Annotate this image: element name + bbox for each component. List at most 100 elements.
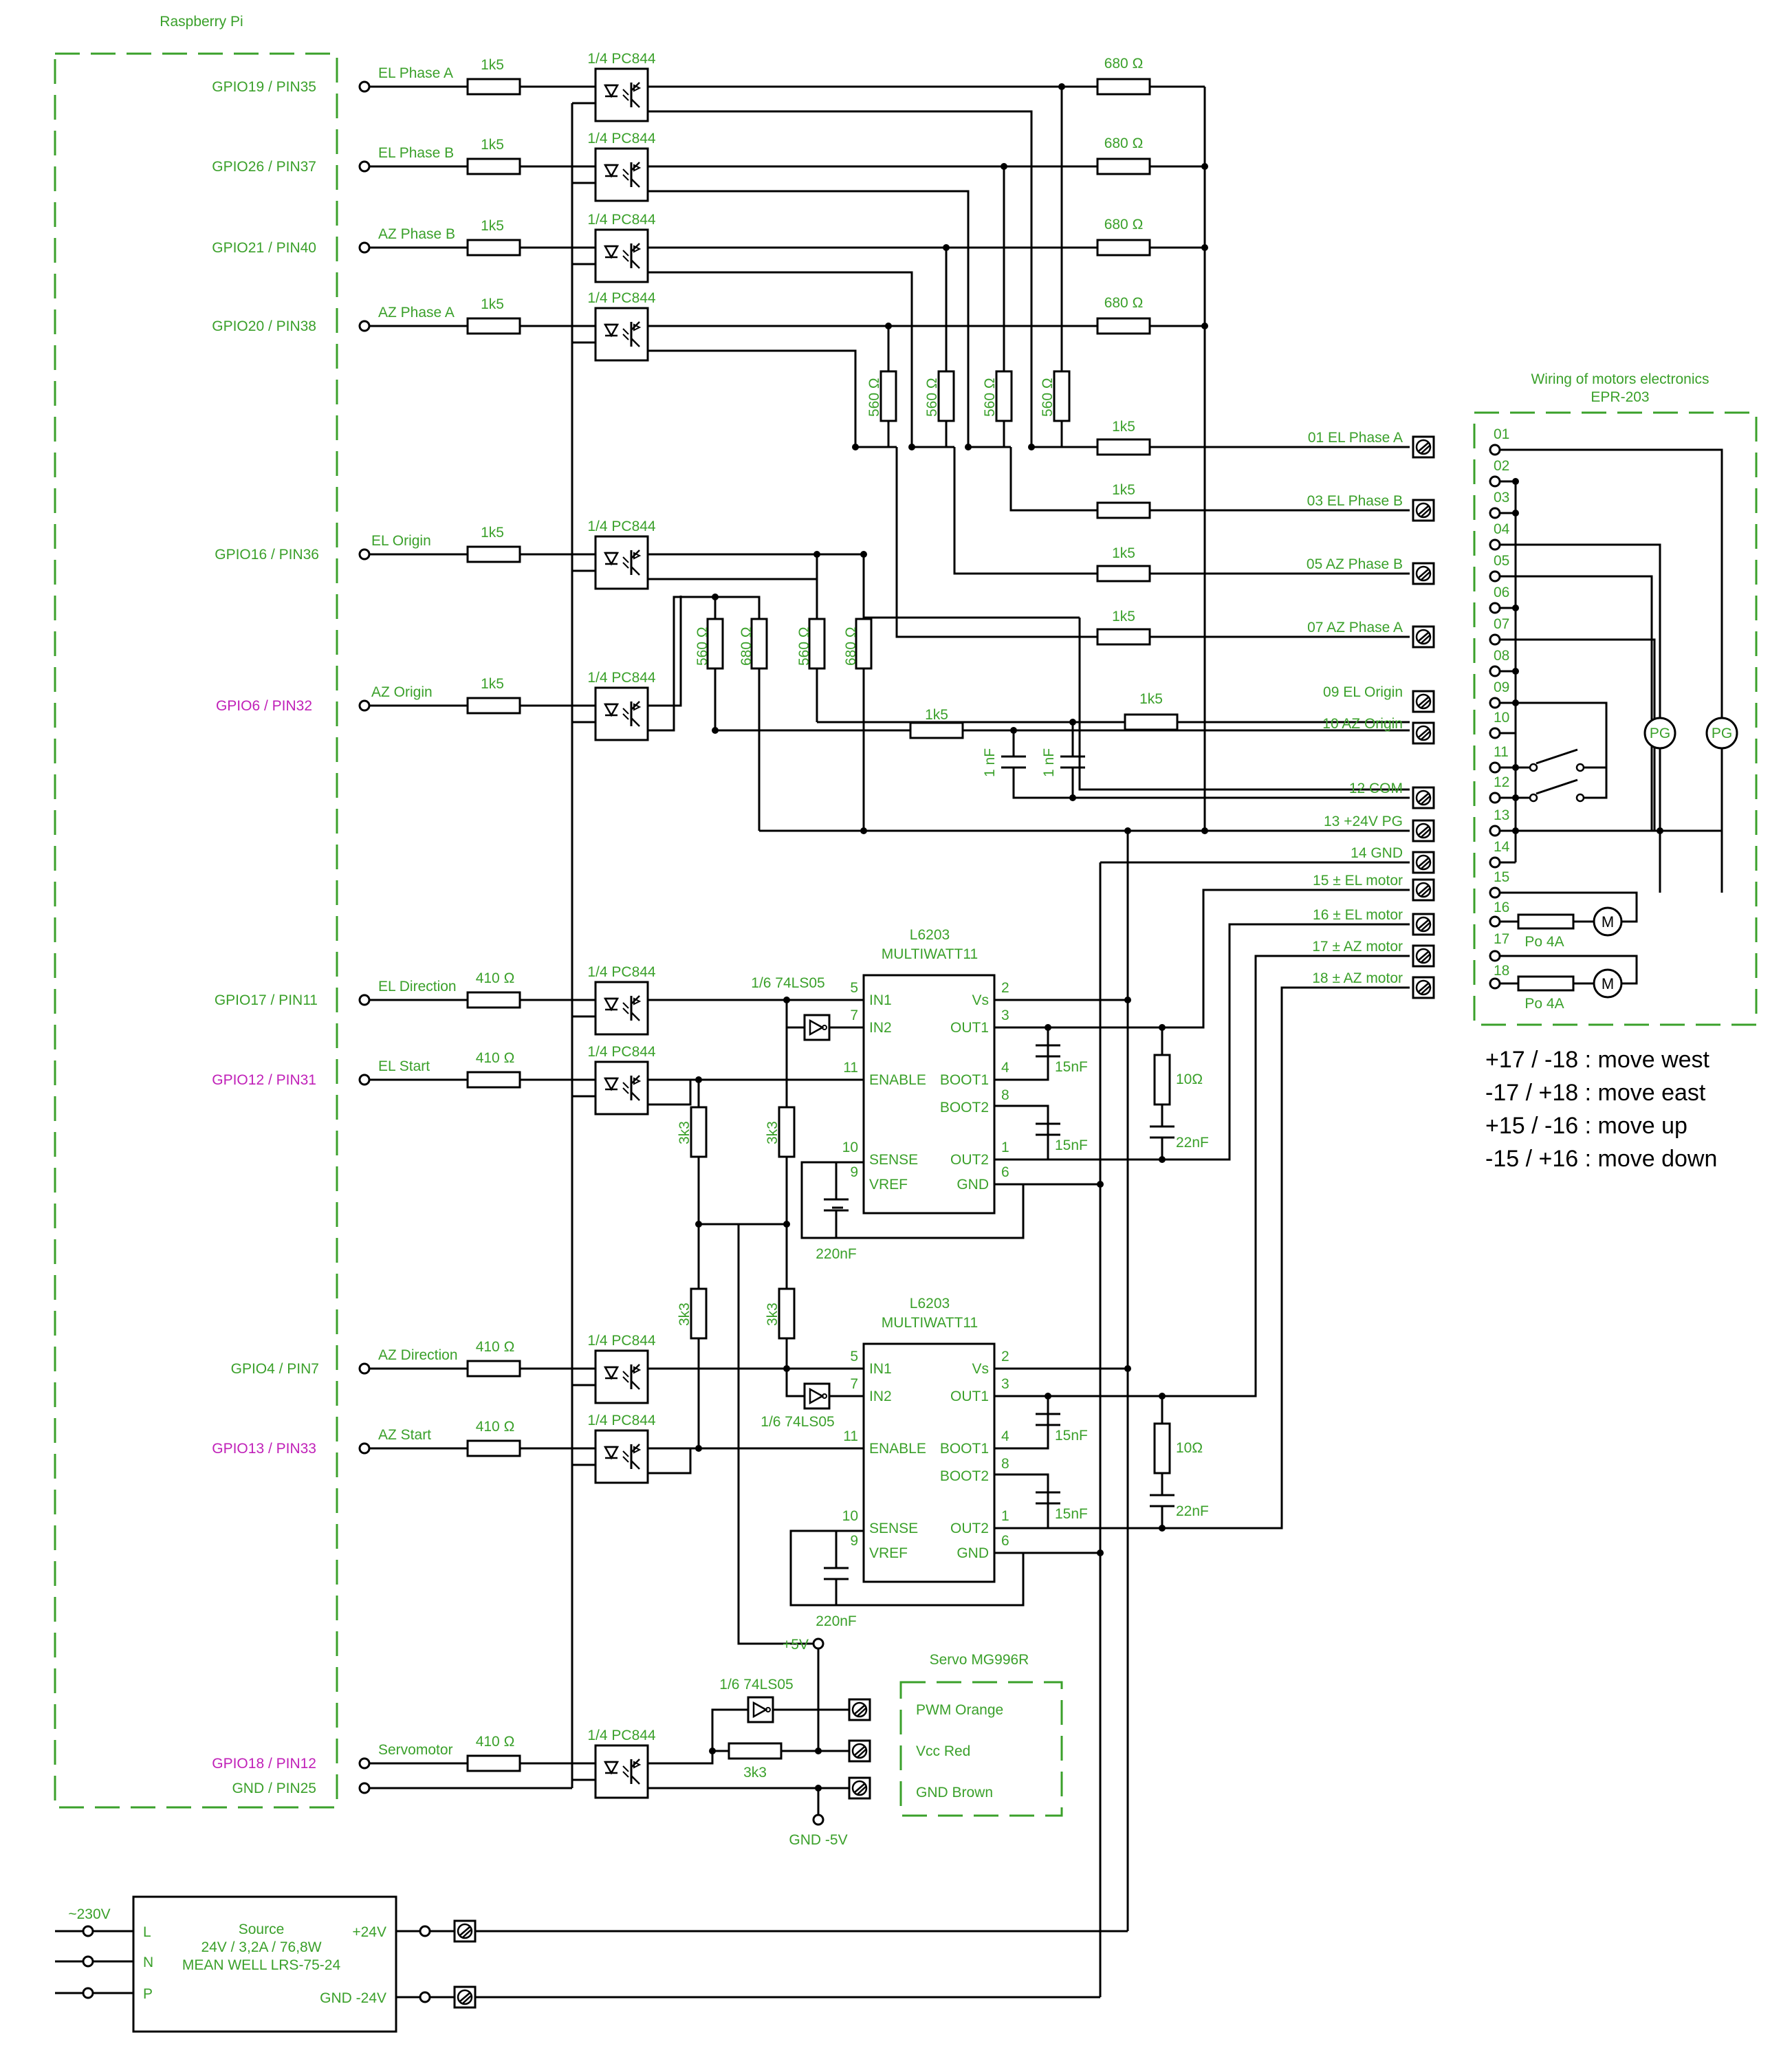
svg-text:1/6 74LS05: 1/6 74LS05 bbox=[751, 975, 824, 991]
svg-text:SENSE: SENSE bbox=[869, 1521, 918, 1536]
svg-text:03: 03 bbox=[1494, 490, 1509, 505]
svg-text:3k3: 3k3 bbox=[765, 1121, 780, 1144]
svg-text:15: 15 bbox=[1494, 869, 1509, 885]
svg-text:18: 18 bbox=[1494, 963, 1509, 979]
opto-label: 1/4 PC844 bbox=[587, 290, 656, 306]
svg-text:09 EL Origin: 09 EL Origin bbox=[1323, 684, 1403, 700]
svg-text:17: 17 bbox=[1494, 931, 1509, 947]
svg-text:6: 6 bbox=[1001, 1533, 1009, 1549]
svg-text:10 AZ Origin: 10 AZ Origin bbox=[1322, 716, 1403, 732]
svg-text:1/6 74LS05: 1/6 74LS05 bbox=[761, 1414, 834, 1430]
signal-label: EL Phase A bbox=[378, 65, 453, 81]
svg-text:05 AZ Phase B: 05 AZ Phase B bbox=[1307, 556, 1403, 572]
svg-text:09: 09 bbox=[1494, 679, 1509, 695]
resistor-label: 1k5 bbox=[481, 218, 504, 234]
svg-text:680 Ω: 680 Ω bbox=[739, 627, 754, 666]
svg-text:560 Ω: 560 Ω bbox=[982, 378, 998, 417]
power-supply: ~230V L N P Source 24V / 3,2A / 76,8W ME… bbox=[55, 1895, 1128, 2033]
svg-text:6: 6 bbox=[1001, 1164, 1009, 1180]
svg-text:ENABLE: ENABLE bbox=[869, 1441, 926, 1457]
svg-text:N: N bbox=[143, 1955, 153, 1970]
resistor-label: 410 Ω bbox=[476, 1050, 515, 1066]
signal-label: Servomotor bbox=[378, 1742, 453, 1758]
svg-text:5: 5 bbox=[850, 1349, 858, 1364]
svg-text:OUT1: OUT1 bbox=[950, 1389, 989, 1404]
svg-text:Source: Source bbox=[239, 1922, 285, 1937]
pin-label: GPIO16 / PIN36 bbox=[215, 547, 319, 563]
signal-label: EL Start bbox=[378, 1058, 430, 1074]
svg-text:P: P bbox=[143, 1986, 153, 2002]
svg-text:11: 11 bbox=[1494, 744, 1509, 760]
opto-common-rail bbox=[571, 102, 595, 1788]
resistor bbox=[466, 157, 521, 175]
signal-label: EL Phase B bbox=[378, 145, 454, 161]
svg-text:08: 08 bbox=[1494, 648, 1509, 664]
svg-text:10: 10 bbox=[842, 1508, 858, 1524]
opto-label: 1/4 PC844 bbox=[587, 1333, 656, 1349]
opto-label: 1/4 PC844 bbox=[587, 1044, 656, 1060]
svg-text:560 Ω: 560 Ω bbox=[1040, 378, 1056, 417]
opto-label: 1/4 PC844 bbox=[587, 964, 656, 980]
svg-text:560 Ω: 560 Ω bbox=[866, 378, 882, 417]
opto-label: 1/4 PC844 bbox=[587, 212, 656, 228]
resistor bbox=[466, 991, 521, 1009]
svg-text:560 Ω: 560 Ω bbox=[924, 378, 940, 417]
resistor-label: 1k5 bbox=[481, 57, 504, 73]
signal-label: AZ Phase A bbox=[378, 305, 455, 320]
svg-text:IN2: IN2 bbox=[869, 1020, 892, 1036]
svg-text:SENSE: SENSE bbox=[869, 1152, 918, 1168]
svg-text:10: 10 bbox=[1494, 710, 1509, 726]
svg-text:10Ω: 10Ω bbox=[1176, 1071, 1203, 1087]
svg-text:9: 9 bbox=[850, 1164, 858, 1180]
svg-text:680 Ω: 680 Ω bbox=[1104, 295, 1144, 311]
svg-text:3k3: 3k3 bbox=[743, 1765, 767, 1781]
resistor bbox=[466, 78, 521, 96]
svg-text:GND: GND bbox=[957, 1177, 989, 1193]
resistor-label: 410 Ω bbox=[476, 1734, 515, 1750]
pin-label: GPIO12 / PIN31 bbox=[212, 1072, 316, 1088]
svg-text:VREF: VREF bbox=[869, 1545, 908, 1561]
svg-text:-17 / +18 : move east: -17 / +18 : move east bbox=[1485, 1080, 1706, 1106]
svg-text:+15 / -16 : move up: +15 / -16 : move up bbox=[1485, 1113, 1687, 1139]
svg-text:Po 4A: Po 4A bbox=[1525, 996, 1564, 1012]
motor-electronics-box: Wiring of motors electronics EPR-203 PG … bbox=[1473, 371, 1758, 1026]
svg-text:18 ± AZ motor: 18 ± AZ motor bbox=[1312, 970, 1403, 986]
signal-label: AZ Start bbox=[378, 1427, 431, 1443]
svg-text:PG: PG bbox=[1650, 726, 1670, 741]
svg-text:07: 07 bbox=[1494, 616, 1509, 632]
opto-label: 1/4 PC844 bbox=[587, 131, 656, 146]
svg-text:24V / 3,2A / 76,8W: 24V / 3,2A / 76,8W bbox=[201, 1939, 321, 1955]
svg-text:1k5: 1k5 bbox=[1112, 545, 1135, 561]
svg-text:1k5: 1k5 bbox=[925, 707, 948, 723]
svg-text:MULTIWATT11: MULTIWATT11 bbox=[882, 1315, 978, 1331]
svg-text:Servo MG996R: Servo MG996R bbox=[930, 1652, 1029, 1668]
pin-label: GPIO19 / PIN35 bbox=[212, 79, 316, 95]
resistor-label: 1k5 bbox=[481, 296, 504, 312]
svg-text:IN1: IN1 bbox=[869, 1361, 892, 1377]
l6203-driver-el: L6203 MULTIWATT11 IN1 IN2 ENABLE SENSE V… bbox=[648, 889, 1410, 1293]
svg-text:560 Ω: 560 Ω bbox=[796, 627, 812, 666]
svg-text:01 EL Phase A: 01 EL Phase A bbox=[1308, 430, 1403, 446]
svg-text:M: M bbox=[1602, 975, 1614, 992]
resistor-label: 1k5 bbox=[481, 525, 504, 541]
svg-text:Vcc Red: Vcc Red bbox=[916, 1743, 970, 1759]
svg-text:3k3: 3k3 bbox=[765, 1303, 780, 1326]
svg-text:2: 2 bbox=[1001, 1349, 1009, 1364]
svg-text:11: 11 bbox=[843, 1060, 858, 1076]
svg-text:17 ± AZ motor: 17 ± AZ motor bbox=[1312, 939, 1403, 955]
rpi-pin-rows: GPIO19 / PIN35 EL Phase A 1k5 GPIO26 / P… bbox=[212, 57, 514, 1796]
resistor bbox=[466, 239, 521, 257]
svg-text:ENABLE: ENABLE bbox=[869, 1072, 926, 1088]
resistor-label: 410 Ω bbox=[476, 970, 515, 986]
resistor-label: 1k5 bbox=[481, 137, 504, 153]
optocouplers: 1/4 PC844 1/4 PC844 1/4 PC844 1/4 PC844 … bbox=[587, 51, 656, 1799]
svg-text:IN1: IN1 bbox=[869, 992, 892, 1008]
pin-label: GPIO13 / PIN33 bbox=[212, 1441, 316, 1457]
resistor-label: 1k5 bbox=[481, 676, 504, 692]
supply-rails bbox=[1099, 829, 1410, 1997]
svg-text:MULTIWATT11: MULTIWATT11 bbox=[882, 946, 978, 962]
svg-text:9: 9 bbox=[850, 1533, 858, 1549]
svg-text:+24V: +24V bbox=[352, 1924, 386, 1940]
svg-text:15 ± EL motor: 15 ± EL motor bbox=[1313, 873, 1403, 889]
svg-text:GND -5V: GND -5V bbox=[789, 1832, 847, 1848]
